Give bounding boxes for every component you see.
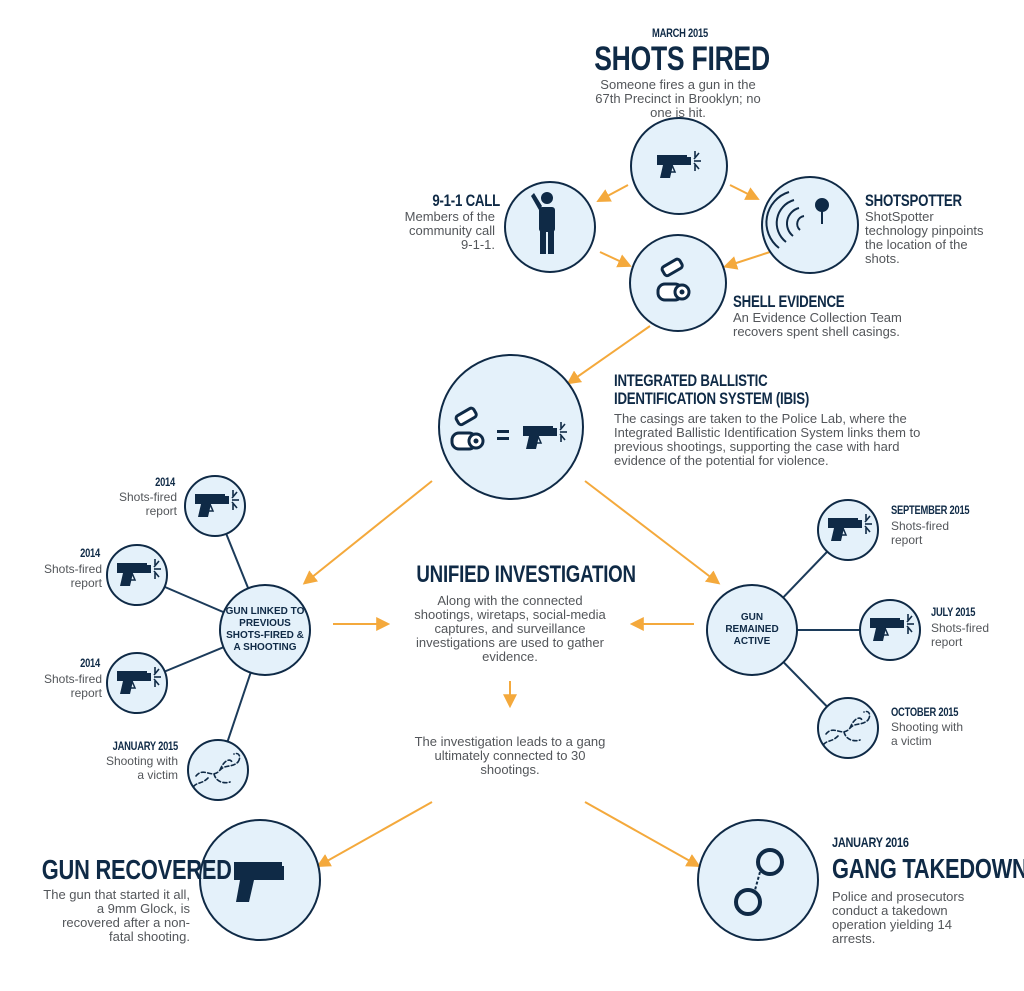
linked-event-date: JANUARY 2015 (112, 739, 179, 753)
person-on-phone-icon (531, 192, 555, 254)
gun-recovered-title: GUN RECOVERED (41, 854, 232, 885)
unified-title: UNIFIED INVESTIGATION (416, 561, 636, 588)
active-event-date: JULY 2015 (931, 605, 976, 619)
flow-arrows (302, 184, 771, 868)
unified-desc: Along with the connected shootings, wire… (414, 593, 606, 664)
active-event-label: Shots-fired report (931, 621, 990, 649)
linked-event-label: Shots-fired report (43, 672, 102, 700)
shotspotter-desc: ShotSpotter technology pinpoints the loc… (865, 209, 984, 266)
sensor-waves-icon (765, 191, 829, 249)
linked-event-date: 2014 (80, 546, 100, 560)
linked-event-label: Shots-fired report (43, 562, 102, 590)
active-event-label: Shots-fired report (891, 519, 950, 547)
takedown-date: JANUARY 2016 (832, 834, 909, 850)
handgun-icon (234, 862, 284, 902)
linked-event-date: 2014 (80, 656, 100, 670)
unified-result: The investigation leads to a gang ultima… (414, 734, 606, 777)
node-circles (106, 117, 921, 941)
linked-hub-label: GUN LINKED TO PREVIOUS SHOTS-FIRED & A S… (225, 606, 305, 653)
linked-event-label: Shooting with a victim (105, 754, 178, 782)
handcuffs-icon (734, 848, 784, 916)
takedown-desc: Police and prosecutors conduct a takedow… (832, 889, 965, 946)
shots-fired-date: MARCH 2015 (652, 26, 708, 40)
shots-fired-title: SHOTS FIRED (594, 40, 770, 78)
ibis-title-line1: INTEGRATED BALLISTIC (614, 371, 768, 390)
linked-event-label: Shots-fired report (118, 490, 177, 518)
call-911-desc: Members of the community call 9-1-1. (404, 209, 495, 252)
gun-recovered-desc: The gun that started it all, a 9mm Glock… (43, 887, 190, 944)
active-event-label: Shooting with a victim (891, 720, 964, 748)
ibis-title-line2: IDENTIFICATION SYSTEM (IBIS) (614, 389, 810, 408)
shotspotter-title: SHOTSPOTTER (865, 191, 962, 210)
linked-event-date: 2014 (155, 475, 175, 489)
ibis-desc: The casings are taken to the Police Lab,… (614, 411, 921, 468)
shell-evidence-desc: An Evidence Collection Team recovers spe… (733, 310, 902, 339)
active-event-date: OCTOBER 2015 (891, 705, 959, 719)
casing-equals-gun-icon (450, 405, 568, 451)
active-hub-label: GUN REMAINED ACTIVE (725, 612, 779, 647)
shell-evidence-title: SHELL EVIDENCE (733, 292, 845, 311)
takedown-title: GANG TAKEDOWN (832, 853, 1024, 884)
call-911-title: 9-1-1 CALL (432, 191, 500, 210)
active-event-date: SEPTEMBER 2015 (891, 503, 970, 517)
shots-fired-desc: Someone fires a gun in the 67th Precinct… (595, 77, 761, 120)
